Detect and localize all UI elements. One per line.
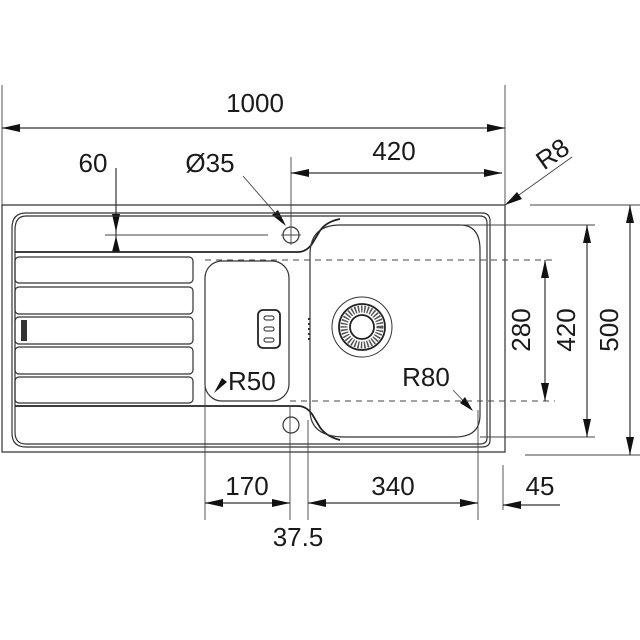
small-bowl-outline bbox=[204, 260, 290, 402]
dim-label-r80: R80 bbox=[402, 362, 450, 392]
dimension-r8: R8 bbox=[504, 132, 575, 206]
arrow-left-icon bbox=[308, 499, 326, 507]
drainer-bottom-edge bbox=[15, 405, 341, 441]
dim-label-500: 500 bbox=[594, 308, 624, 351]
arrow-down-icon bbox=[112, 214, 120, 232]
rib bbox=[14, 376, 194, 404]
tap-hole-top bbox=[281, 225, 301, 245]
arrow-up-icon bbox=[541, 260, 549, 278]
arrow-up-icon bbox=[626, 205, 634, 223]
dim-label-r8: R8 bbox=[530, 132, 574, 176]
outer-edge bbox=[1, 204, 506, 453]
dim-label-d35: Ø35 bbox=[185, 148, 234, 178]
dim-label-420-right: 420 bbox=[551, 308, 581, 351]
arrow-right-icon bbox=[272, 499, 290, 507]
arrow-left-icon bbox=[291, 169, 309, 177]
inner-rim bbox=[11, 212, 491, 448]
dimension-right-margin: 45 bbox=[503, 454, 600, 509]
dimension-tap-to-edge: 420 bbox=[290, 136, 502, 225]
arrow-right-icon bbox=[484, 169, 502, 177]
inner-rim-2 bbox=[14, 215, 488, 445]
dimension-bowl-depth: 420 bbox=[460, 224, 595, 438]
overflow-slot-icon bbox=[257, 309, 281, 349]
main-bowl: R80 bbox=[309, 224, 481, 438]
small-bowl: R50 bbox=[204, 260, 290, 402]
arrow-down-icon bbox=[626, 437, 634, 455]
arrow-right-icon bbox=[460, 499, 478, 507]
arrow-down-icon bbox=[541, 383, 549, 401]
rib bbox=[14, 286, 194, 315]
arrow-down-icon bbox=[583, 419, 591, 437]
dim-label-420-top: 420 bbox=[372, 136, 415, 166]
dimension-overall-width: 1000 bbox=[1, 85, 506, 210]
arrow-r80-icon bbox=[460, 397, 473, 411]
strainer-waste-icon bbox=[331, 296, 393, 358]
grip-marker-icon bbox=[21, 320, 27, 341]
sink-outline bbox=[1, 204, 506, 453]
dim-label-37-5: 37.5 bbox=[273, 522, 324, 552]
dimension-drainer-offset: 60 bbox=[79, 148, 268, 252]
arrow-r50-icon bbox=[214, 378, 227, 393]
dimension-tap-hole: Ø35 bbox=[185, 148, 286, 226]
dim-label-r50: R50 bbox=[228, 366, 276, 396]
drainer-ribs bbox=[14, 256, 194, 404]
dim-label-1000: 1000 bbox=[226, 88, 284, 118]
dimension-inner-depth: 280 bbox=[506, 260, 549, 401]
dimension-overall-depth: 500 bbox=[525, 204, 640, 456]
dim-label-45: 45 bbox=[526, 471, 555, 501]
arrow-up-icon bbox=[583, 225, 591, 243]
arrow-right-icon bbox=[487, 124, 505, 132]
arrow-left-icon bbox=[205, 499, 223, 507]
drainer bbox=[14, 218, 341, 441]
dim-label-60: 60 bbox=[79, 148, 108, 178]
dim-label-280: 280 bbox=[506, 308, 536, 351]
rib bbox=[14, 256, 194, 284]
dimension-small-bowl-width: 170 bbox=[205, 471, 290, 507]
arrow-up-icon bbox=[112, 236, 120, 252]
arrow-left-icon bbox=[503, 501, 521, 509]
main-bowl-outline bbox=[309, 224, 481, 438]
arrow-icon bbox=[505, 192, 522, 205]
dimension-bowl-gap: 37.5 bbox=[273, 522, 324, 552]
arrow-left-icon bbox=[2, 124, 20, 132]
rib bbox=[14, 346, 194, 375]
drainer-top-edge bbox=[15, 218, 341, 253]
rib bbox=[14, 316, 194, 345]
tap-hole-bottom-icon bbox=[282, 416, 300, 434]
dim-label-340: 340 bbox=[371, 471, 414, 501]
dimension-main-bowl-width: 340 bbox=[308, 471, 478, 507]
dim-label-170: 170 bbox=[225, 471, 268, 501]
arrow-icon bbox=[272, 210, 286, 226]
